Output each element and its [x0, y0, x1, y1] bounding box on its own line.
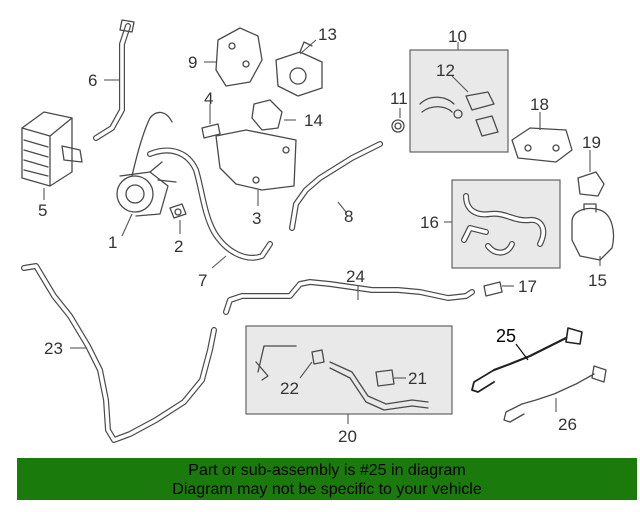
callout-8: 8 [344, 207, 353, 226]
callout-9: 9 [188, 53, 197, 72]
leader-22 [299, 361, 313, 379]
leader-12 [451, 75, 469, 93]
callout-6: 6 [88, 71, 97, 90]
parts-diagram: 1 2 3 4 5 6 7 8 9 10 11 12 13 14 15 16 1… [21, 19, 615, 446]
part-23-pipe [21, 263, 217, 443]
callout-10: 10 [448, 27, 467, 46]
callout-11: 11 [390, 89, 408, 108]
callout-18: 18 [530, 95, 549, 114]
callout-5: 5 [38, 201, 47, 220]
part-info-banner: Part or sub-assembly is #25 in diagram D… [17, 458, 637, 500]
callout-14: 14 [304, 111, 323, 130]
part-22-fitting [311, 349, 325, 365]
callout-13: 13 [318, 25, 337, 44]
leader-1 [121, 213, 133, 237]
part-4-bolt [201, 123, 221, 139]
callout-23: 23 [44, 339, 63, 358]
banner-line-2: Diagram may not be specific to your vehi… [172, 481, 482, 498]
part-20-sensor-lines [255, 345, 429, 411]
part-2-valve [169, 203, 187, 219]
callout-15: 15 [588, 271, 607, 290]
part-7-hose [147, 147, 273, 261]
leader-7 [211, 255, 227, 269]
callout-7: 7 [198, 271, 207, 290]
callout-3: 3 [252, 209, 261, 228]
part-5-canister [21, 111, 83, 187]
part-12-sensor-assembly [419, 91, 499, 137]
part-1-pump [116, 111, 177, 217]
callout-22: 22 [280, 379, 299, 398]
part-21-clip [375, 369, 395, 387]
callout-16: 16 [420, 213, 439, 232]
part-25-oxygen-sensor [471, 327, 583, 393]
callout-19: 19 [582, 133, 601, 152]
callout-24: 24 [346, 267, 365, 286]
part-3-plate [215, 129, 297, 191]
leader-13 [299, 39, 317, 55]
part-14-bracket [251, 99, 283, 131]
part-6-hose [93, 19, 135, 141]
banner-line-1: Part or sub-assembly is #25 in diagram [188, 462, 466, 479]
callout-1: 1 [108, 233, 117, 252]
part-16-hoses [461, 193, 547, 256]
callout-20: 20 [338, 427, 357, 446]
callout-21: 21 [408, 369, 427, 388]
leader-8 [337, 201, 347, 213]
part-26-sensor [503, 365, 607, 423]
part-17-fitting [483, 281, 503, 297]
callout-17: 17 [518, 277, 537, 296]
part-8-pipe [289, 141, 383, 231]
part-18-bracket [511, 127, 573, 163]
part-10-box [409, 49, 509, 153]
part-15-reservoir [571, 203, 615, 261]
part-11-clamp [391, 119, 405, 133]
part-9-shield [215, 27, 263, 87]
part-24-line [223, 279, 475, 315]
part-19-valve [577, 171, 605, 197]
part-13-actuator [275, 41, 323, 97]
callout-2: 2 [174, 237, 183, 256]
callout-12: 12 [436, 61, 455, 80]
callout-26: 26 [558, 415, 577, 434]
leader-25 [515, 343, 529, 361]
callout-25: 25 [496, 326, 516, 346]
callout-4: 4 [204, 89, 213, 108]
